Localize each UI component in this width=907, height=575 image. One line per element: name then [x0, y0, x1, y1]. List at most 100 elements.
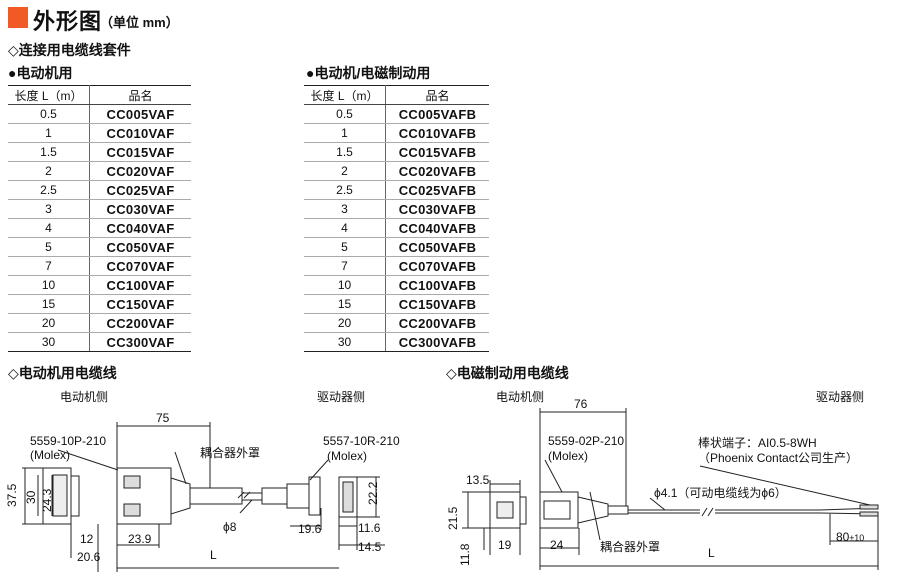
brake-conn-maker: (Molex) — [548, 449, 589, 463]
table-brake-heading: ●电动机/电磁制动用 — [306, 65, 431, 81]
length-cell: 7 — [8, 256, 90, 276]
unit-note: （单位 mm） — [100, 15, 179, 30]
length-cell: 1.5 — [8, 142, 90, 162]
header-marker — [8, 7, 28, 28]
dim-13-5: 13.5 — [466, 473, 490, 487]
length-cell: 15 — [304, 294, 386, 314]
product-code-cell: CC025VAF — [89, 180, 191, 200]
product-code-cell: CC100VAF — [89, 275, 191, 295]
product-code-cell: CC070VAF — [89, 256, 191, 276]
brake-side-right: 驱动器侧 — [816, 390, 865, 404]
diagram-brake — [462, 408, 879, 570]
diagram-motor-heading: ◇电动机用电缆线 — [8, 365, 117, 381]
length-cell: 4 — [304, 218, 386, 238]
dim-12: 12 — [80, 532, 94, 546]
product-code-cell: CC150VAFB — [385, 294, 489, 314]
length-cell: 30 — [8, 332, 90, 352]
product-code-cell: CC030VAFB — [385, 199, 489, 219]
length-cell: 5 — [304, 237, 386, 257]
product-code-cell: CC010VAF — [89, 123, 191, 143]
coupler-label: 耦合器外罩 — [200, 446, 261, 460]
length-cell: 20 — [8, 313, 90, 333]
cable-note: ϕ4.1（可动电缆线为ϕ6） — [654, 486, 787, 500]
motor-side-left: 电动机侧 — [60, 390, 109, 404]
product-code-cell: CC300VAFB — [385, 332, 489, 352]
brake-coupler-label: 耦合器外罩 — [600, 540, 661, 554]
dim-11-8: 11.8 — [458, 543, 472, 566]
product-code-cell: CC005VAFB — [385, 104, 489, 124]
length-cell: 3 — [8, 199, 90, 219]
length-cell: 4 — [8, 218, 90, 238]
dim-80-tol: ±10 — [849, 533, 865, 543]
dim-80-value: 80 — [836, 530, 850, 544]
dim-75: 75 — [156, 411, 170, 425]
conn-left-maker: (Molex) — [30, 448, 71, 462]
product-code-cell: CC040VAF — [89, 218, 191, 238]
length-cell: 10 — [8, 275, 90, 295]
product-code-cell: CC150VAF — [89, 294, 191, 314]
col-name-header: 品名 — [89, 85, 191, 105]
terminal-model: 棒状端子：AI0.5-8WH — [698, 436, 817, 450]
product-code-cell: CC020VAFB — [385, 161, 489, 181]
dim-11-6: 11.6 — [358, 521, 381, 535]
dim-21-5: 21.5 — [446, 506, 460, 530]
length-cell: 2 — [8, 161, 90, 181]
length-cell: 2 — [304, 161, 386, 181]
conn-left-model: 5559-10P-210 — [30, 434, 107, 448]
length-cell: 1.5 — [304, 142, 386, 162]
brake-side-left: 电动机侧 — [496, 390, 545, 404]
dim-L: L — [708, 546, 715, 560]
product-code-cell: CC015VAFB — [385, 142, 489, 162]
conn-right-model: 5557-10R-210 — [323, 434, 400, 448]
product-code-cell: CC025VAFB — [385, 180, 489, 200]
dim-L: L — [210, 548, 217, 562]
motor-connector-right — [308, 476, 321, 516]
product-code-cell: CC015VAF — [89, 142, 191, 162]
length-cell: 10 — [304, 275, 386, 295]
diagram-motor — [22, 422, 385, 572]
product-code-cell: CC100VAFB — [385, 275, 489, 295]
table-motor-heading: ●电动机用 — [8, 65, 73, 81]
page-title: 外形图 — [33, 9, 103, 34]
length-cell: 2.5 — [304, 180, 386, 200]
dim-24-3: 24.3 — [40, 488, 54, 512]
product-code-cell: CC050VAFB — [385, 237, 489, 257]
length-cell: 3 — [304, 199, 386, 219]
dim-76: 76 — [574, 397, 588, 411]
length-cell: 1 — [8, 123, 90, 143]
length-cell: 7 — [304, 256, 386, 276]
dim-37-5: 37.5 — [5, 483, 19, 507]
terminal-maker: （Phoenix Contact公司生产） — [698, 451, 859, 465]
brake-conn-model: 5559-02P-210 — [548, 434, 625, 448]
col-name-header: 品名 — [385, 85, 489, 105]
length-cell: 20 — [304, 313, 386, 333]
diagram-brake-heading: ◇电磁制动用电缆线 — [446, 365, 569, 381]
product-code-cell: CC300VAF — [89, 332, 191, 352]
dim-80: 80±10 — [836, 530, 864, 544]
col-length-header: 长度 L（m） — [304, 85, 386, 105]
length-cell: 0.5 — [304, 104, 386, 124]
product-code-cell: CC005VAF — [89, 104, 191, 124]
length-cell: 1 — [304, 123, 386, 143]
product-code-cell: CC200VAFB — [385, 313, 489, 333]
length-cell: 2.5 — [8, 180, 90, 200]
